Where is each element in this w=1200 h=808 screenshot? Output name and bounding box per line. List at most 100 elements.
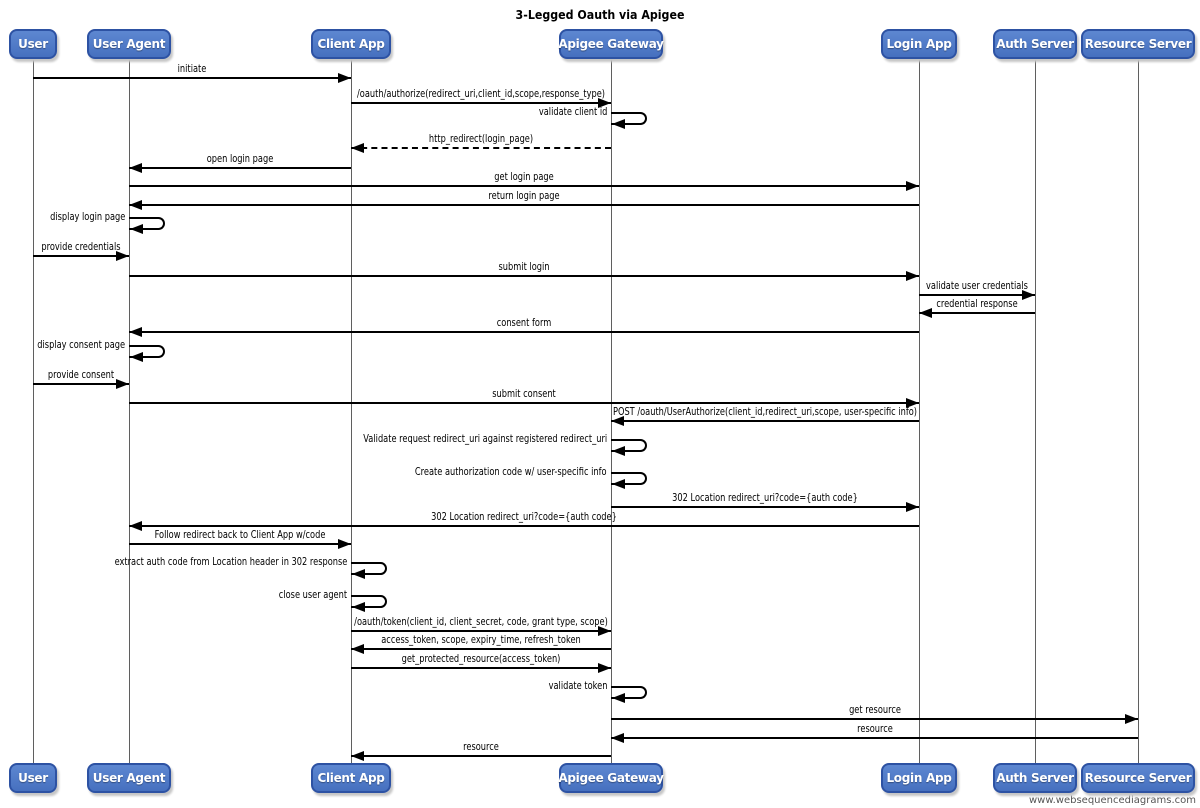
message-label: initiate (177, 62, 207, 75)
lifeline-client-app (351, 58, 352, 764)
participant-auth-server-top-box: Auth Server (993, 29, 1077, 59)
message-line (351, 648, 611, 650)
message-label: 302 Location redirect_uri?code={auth cod… (672, 491, 858, 504)
message-line (919, 312, 1035, 314)
participant-apigee-gateway-top-box: Apigee Gateway (558, 29, 664, 59)
message-label: validate user credentials (926, 279, 1028, 292)
message-line (129, 543, 351, 545)
message-line (351, 630, 611, 632)
message-label: get login page (494, 170, 554, 183)
self-message-loop (611, 112, 647, 125)
message-label: get resource (848, 703, 901, 716)
lifeline-resource-server (1138, 58, 1139, 764)
self-message-loop (351, 562, 387, 575)
participant-resource-server-top-box: Resource Server (1081, 29, 1195, 59)
message-line (611, 506, 919, 508)
arrowhead (338, 539, 351, 549)
participant-client-app-bottom-box: Client App (311, 763, 391, 793)
message-line (351, 667, 611, 669)
message-label: credential response (936, 297, 1018, 310)
self-message-label: validate token (548, 679, 607, 692)
self-message-label: display consent page (37, 338, 125, 351)
arrowhead (612, 446, 625, 456)
message-label: http_redirect(login_page) (428, 132, 534, 145)
message-line (919, 294, 1035, 296)
self-message-loop (611, 439, 647, 452)
arrowhead (129, 521, 142, 531)
arrowhead (611, 733, 624, 743)
lifeline-login-app (919, 58, 920, 764)
message-label: resource (463, 740, 499, 753)
lifeline-user (33, 58, 34, 764)
arrowhead (612, 479, 625, 489)
message-label: return login page (488, 189, 560, 202)
message-label: POST /oauth/UserAuthorize(client_id,redi… (612, 405, 918, 418)
arrowhead (906, 398, 919, 408)
message-line (33, 77, 351, 79)
arrowhead (612, 119, 625, 129)
message-label: consent form (496, 316, 552, 329)
arrowhead (611, 416, 624, 426)
self-message-loop (129, 345, 165, 358)
participant-apigee-gateway-bottom-box: Apigee Gateway (558, 763, 664, 793)
message-line (129, 331, 919, 333)
message-label: submit consent (492, 387, 556, 400)
arrowhead (351, 644, 364, 654)
self-message-label: close user agent (278, 588, 347, 601)
arrowhead (129, 327, 142, 337)
message-line (351, 755, 611, 757)
participant-login-app-bottom-box: Login App (881, 763, 957, 793)
self-message-loop (611, 686, 647, 699)
arrowhead (129, 163, 142, 173)
self-message-label: Create authorization code w/ user-specif… (415, 465, 607, 478)
arrowhead (906, 502, 919, 512)
message-label: submit login (498, 260, 550, 273)
message-label: open login page (206, 152, 274, 165)
arrowhead (338, 73, 351, 83)
message-line (33, 383, 129, 385)
message-line (611, 420, 919, 422)
arrowhead (116, 251, 129, 261)
message-line (129, 185, 919, 187)
self-message-loop (351, 595, 387, 608)
arrowhead (598, 663, 611, 673)
diagram-title: 3-Legged Oauth via Apigee (515, 8, 685, 22)
arrowhead (598, 98, 611, 108)
message-line (129, 525, 919, 527)
participant-user-top-box: User (9, 29, 57, 59)
arrowhead (1125, 714, 1138, 724)
lifeline-apigee-gateway (611, 58, 612, 764)
message-label: resource (856, 722, 893, 735)
arrowhead (352, 569, 365, 579)
message-label: provide credentials (41, 240, 121, 253)
message-line (33, 255, 129, 257)
message-line (129, 167, 351, 169)
lifeline-user-agent (129, 58, 130, 764)
arrowhead (906, 271, 919, 281)
arrowhead (129, 200, 142, 210)
message-label: /oauth/token(client_id, client_secret, c… (354, 615, 608, 628)
message-line (351, 147, 611, 149)
arrowhead (352, 602, 365, 612)
arrowhead (906, 181, 919, 191)
self-message-label: validate client id (538, 105, 607, 118)
arrowhead (598, 626, 611, 636)
participant-resource-server-bottom-box: Resource Server (1081, 763, 1195, 793)
arrowhead (919, 308, 932, 318)
arrowhead (116, 379, 129, 389)
message-label: provide consent (47, 368, 115, 381)
message-label: get_protected_resource(access_token) (401, 652, 561, 665)
message-line (611, 718, 1138, 720)
participant-login-app-top-box: Login App (881, 29, 957, 59)
self-message-loop (129, 217, 165, 230)
participant-client-app-top-box: Client App (311, 29, 391, 59)
participant-user-agent-top-box: User Agent (87, 29, 171, 59)
message-label: 302 Location redirect_uri?code={auth cod… (431, 510, 617, 523)
message-label: Follow redirect back to Client App w/cod… (154, 528, 326, 541)
arrowhead (1022, 290, 1035, 300)
message-label: /oauth/authorize(redirect_uri,client_id,… (357, 87, 605, 100)
message-line (611, 737, 1138, 739)
message-label: access_token, scope, expiry_time, refres… (381, 633, 581, 646)
arrowhead (351, 751, 364, 761)
